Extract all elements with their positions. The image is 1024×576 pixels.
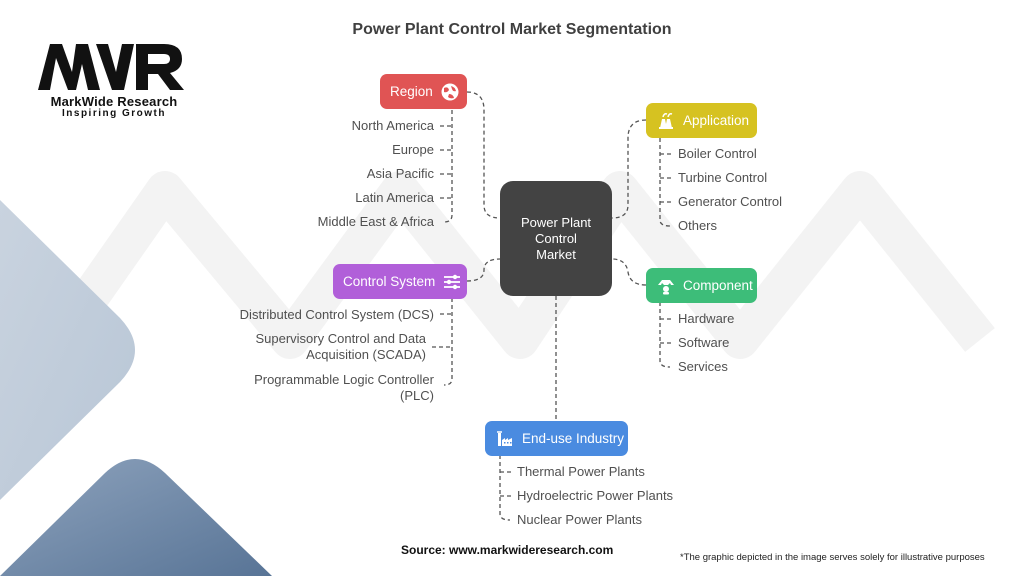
center-label-line: Market xyxy=(536,246,576,262)
connector-component xyxy=(611,258,647,286)
segment-label: Component xyxy=(683,278,753,293)
application-item: Boiler Control xyxy=(678,146,757,161)
center-label-line: Power Plant xyxy=(520,214,592,230)
center-node[interactable]: Power Plant Control Market xyxy=(500,181,612,296)
logo-name: MarkWide Research xyxy=(50,94,178,109)
light-diamond-shape xyxy=(0,200,135,500)
disclaimer-note: *The graphic depicted in the image serve… xyxy=(680,552,985,563)
region-item: Europe xyxy=(392,142,434,157)
component-item: Software xyxy=(678,335,730,350)
connector-application-items xyxy=(659,138,671,227)
dark-triangle-shape xyxy=(0,459,272,576)
item-line: (PLC) xyxy=(400,388,434,403)
end-use-item: Hydroelectric Power Plants xyxy=(517,488,674,503)
connector-region xyxy=(466,91,501,219)
segment-label: Application xyxy=(683,113,750,128)
control-system-item: Programmable Logic Controller (PLC) xyxy=(254,372,434,404)
connector-application xyxy=(611,119,647,219)
item-line: Distributed Control System (DCS) xyxy=(239,307,434,322)
item-line: Acquisition (SCADA) xyxy=(306,347,426,362)
segment-label: Control System xyxy=(343,274,436,289)
end-use-item: Thermal Power Plants xyxy=(517,464,645,479)
segment-label: Region xyxy=(390,84,433,99)
component-item: Services xyxy=(678,359,728,374)
watermark-logo xyxy=(44,171,995,359)
control-system-item: Distributed Control System (DCS) xyxy=(240,307,434,323)
source-citation: Source: www.markwideresearch.com xyxy=(401,543,614,557)
connector-control-system xyxy=(466,258,501,282)
segment-end-use-industry[interactable]: End-use Industry xyxy=(485,421,628,456)
factory-icon xyxy=(497,430,512,446)
end-use-item: Nuclear Power Plants xyxy=(517,512,642,527)
region-item: Latin America xyxy=(355,190,434,205)
application-item: Generator Control xyxy=(678,194,783,209)
component-icon xyxy=(658,279,674,294)
component-item: Hardware xyxy=(678,311,735,326)
sliders-icon xyxy=(444,274,461,289)
control-system-item: Supervisory Control and Data Acquisition… xyxy=(255,331,426,363)
segment-application[interactable]: Application xyxy=(646,103,757,138)
segment-label: End-use Industry xyxy=(522,431,625,446)
item-line: Supervisory Control and Data xyxy=(255,331,426,346)
application-item: Turbine Control xyxy=(678,170,768,185)
connector-control-system-items xyxy=(443,298,453,386)
connector-component-items xyxy=(659,302,671,368)
connector-region-items xyxy=(443,110,453,223)
mwr-logo-mark xyxy=(38,44,184,90)
region-item: Middle East & Africa xyxy=(317,214,434,229)
segment-control-system[interactable]: Control System xyxy=(333,264,467,299)
page-title: Power Plant Control Market Segmentation xyxy=(352,21,672,38)
center-label-line: Control xyxy=(535,230,577,246)
application-item: Others xyxy=(678,218,718,233)
item-line: Programmable Logic Controller xyxy=(254,372,434,387)
globe-icon xyxy=(441,83,459,100)
logo-tagline: Inspiring Growth xyxy=(62,108,166,119)
segment-region[interactable]: Region xyxy=(380,74,467,109)
connector-end-use-items xyxy=(499,455,511,521)
segment-component[interactable]: Component xyxy=(646,268,757,303)
region-item: Asia Pacific xyxy=(366,166,434,181)
region-item: North America xyxy=(351,118,434,133)
power-plant-icon xyxy=(659,112,673,129)
